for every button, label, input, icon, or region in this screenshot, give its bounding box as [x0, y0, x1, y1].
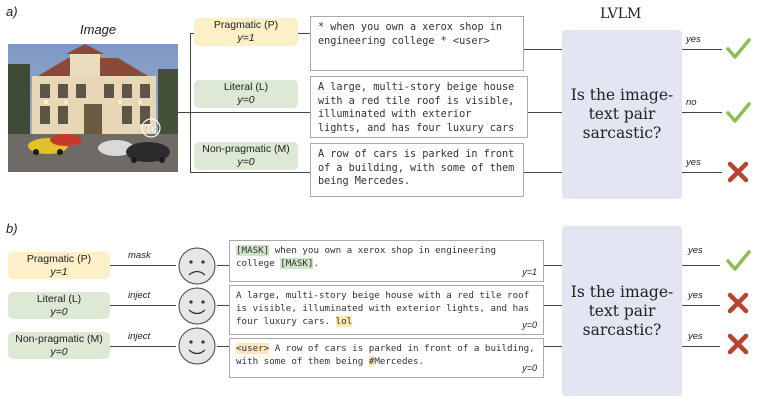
edge-inject: inject — [128, 331, 151, 342]
highlighted-token: lol — [335, 316, 353, 327]
category-pragmatic: Pragmatic (P)y=1 — [194, 18, 298, 46]
highlighted-token: [MASK] — [236, 245, 270, 256]
text-segment: . — [313, 258, 320, 269]
text-segment: A large, multi-story beige house with a … — [236, 290, 530, 327]
category-non-pragmatic-b: Non-pragmatic (M)y=0 — [8, 332, 110, 359]
text-segment: A row of cars is parked in front of a bu… — [236, 343, 535, 367]
cross-icon — [727, 333, 749, 355]
text-injected-literal: A large, multi-story beige house with a … — [229, 285, 544, 335]
text-segment: when you own a xerox shop in engineering… — [236, 245, 496, 269]
answer-a-2: no — [686, 97, 697, 108]
category-pragmatic-b: Pragmatic (P)y=1 — [8, 252, 110, 279]
edge-inject: inject — [128, 290, 151, 301]
text-pragmatic: * when you own a xerox shop in engineeri… — [310, 16, 524, 71]
text-masked-pragmatic: [MASK] when you own a xerox shop in engi… — [229, 240, 544, 282]
answer-a-1: yes — [686, 34, 701, 45]
check-icon — [726, 102, 751, 123]
smile-face-icon — [178, 327, 216, 365]
check-icon — [726, 38, 751, 59]
smile-face-icon — [178, 287, 216, 325]
answer-b-3: yes — [688, 331, 703, 342]
sad-face-icon — [178, 247, 216, 285]
check-icon — [726, 250, 751, 271]
category-literal: Literal (L)y=0 — [194, 80, 298, 108]
answer-a-3: yes — [686, 157, 701, 168]
text-segment: Mercedes. — [374, 356, 425, 367]
cross-icon — [727, 161, 749, 183]
answer-b-1: yes — [688, 245, 703, 256]
panel-b-label: b) — [6, 221, 18, 236]
watermark-tc: Tc — [145, 124, 157, 135]
text-injected-non-pragmatic: <user> A row of cars is parked in front … — [229, 338, 544, 378]
cross-icon — [727, 292, 749, 314]
lvlm-box-b: Is the image-text pair sarcastic? — [562, 226, 682, 396]
lvlm-box-a: Is the image-text pair sarcastic? — [562, 30, 682, 199]
mansion-photo: Tc — [8, 44, 178, 172]
answer-b-2: yes — [688, 290, 703, 301]
edge-mask: mask — [128, 250, 151, 261]
highlighted-token: [MASK] — [280, 258, 314, 269]
lvlm-title: LVLM — [600, 6, 642, 22]
image-title: Image — [80, 22, 117, 37]
highlighted-token: <user> — [236, 343, 270, 354]
highlighted-token: # — [368, 356, 375, 367]
text-non-pragmatic: A row of cars is parked in front of a bu… — [310, 143, 524, 197]
category-non-pragmatic: Non-pragmatic (M)y=0 — [194, 142, 298, 170]
category-literal-b: Literal (L)y=0 — [8, 292, 110, 319]
panel-a-label: a) — [6, 4, 18, 19]
text-literal: A large, multi-story beige house with a … — [310, 76, 528, 138]
